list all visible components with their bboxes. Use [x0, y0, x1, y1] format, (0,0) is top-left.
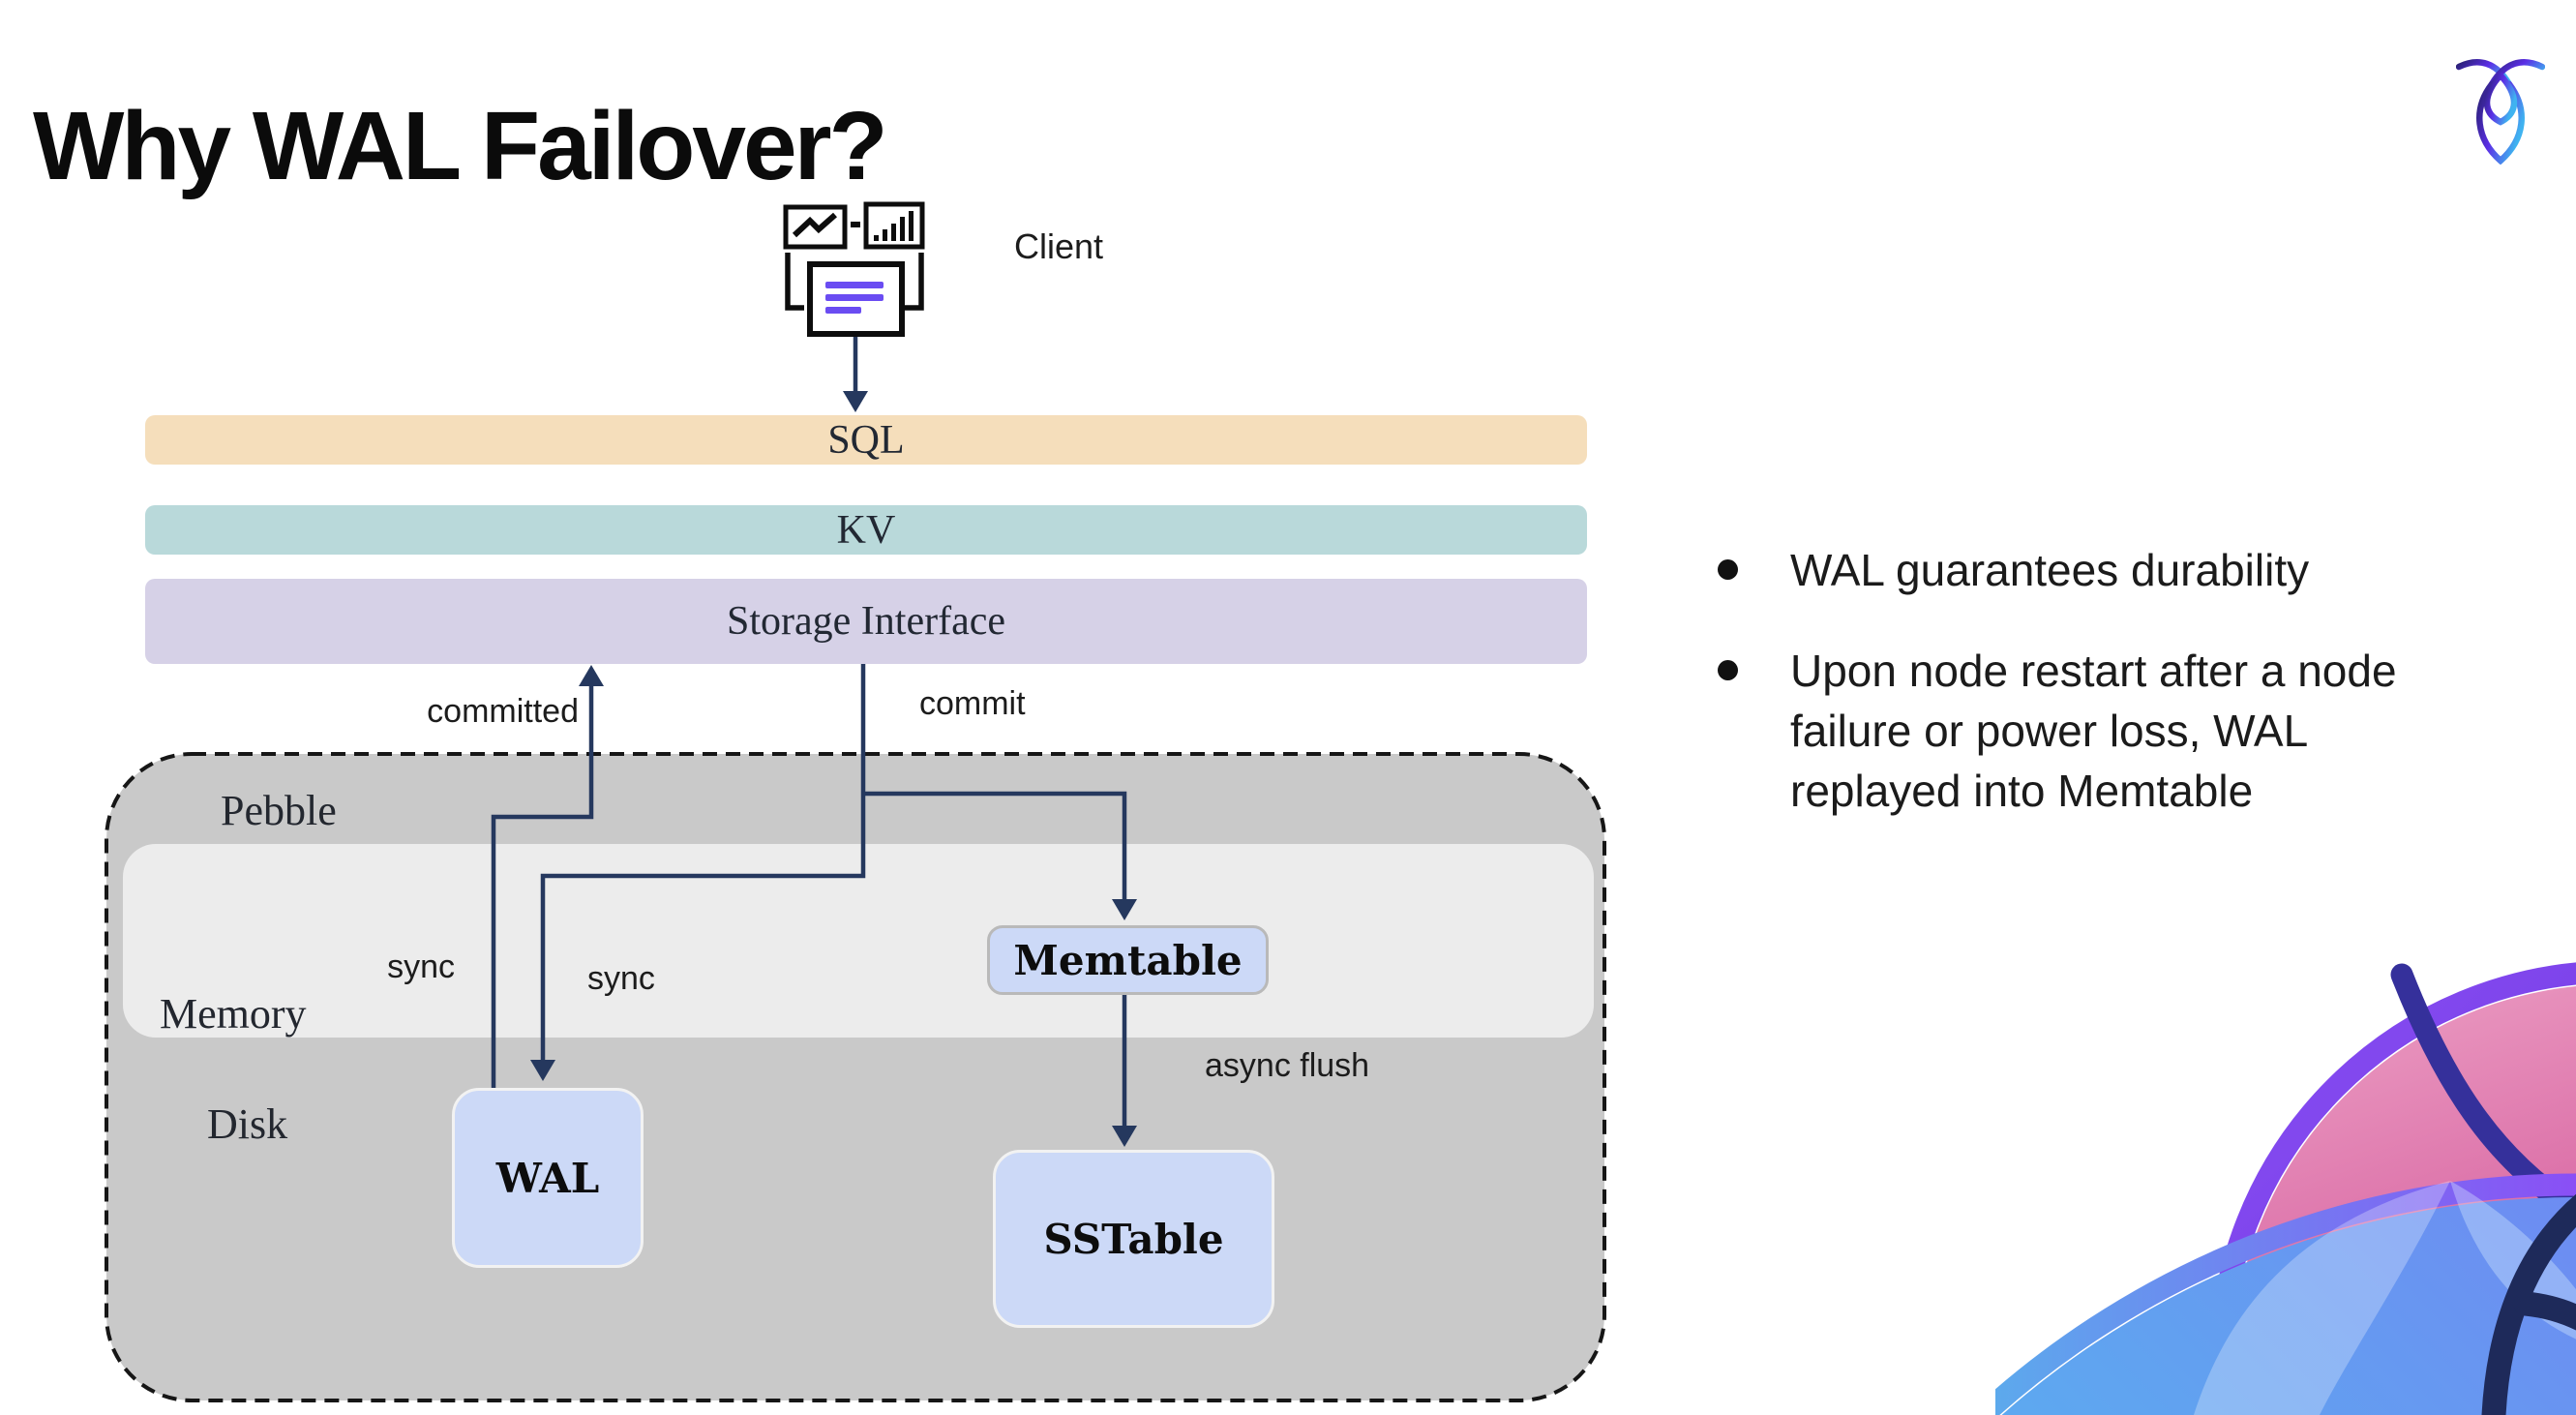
layer-kv: KV: [145, 505, 1587, 555]
layer-sql: SQL: [145, 415, 1587, 465]
bullet-list: WAL guarantees durability Upon node rest…: [1718, 540, 2434, 861]
edge-commit-to-memtable: [863, 791, 1137, 920]
art-blue-dome: [2001, 1197, 2576, 1415]
wal-label: WAL: [495, 1154, 600, 1202]
sstable-label: SSTable: [1043, 1215, 1224, 1263]
layer-sql-label: SQL: [827, 417, 905, 463]
cockroachdb-logo-icon: [2456, 59, 2545, 165]
bracket-left: [785, 253, 804, 311]
edge-commit-sync-to-wal: [530, 664, 866, 1081]
client-icon: [783, 201, 925, 337]
bullet-item: WAL guarantees durability: [1718, 540, 2434, 600]
layer-storage-interface: Storage Interface: [145, 579, 1587, 664]
bullet-text: Upon node restart after a node failure o…: [1790, 646, 2397, 816]
brand-graphic: [1995, 962, 2576, 1415]
bullet-dot-icon: [1718, 660, 1738, 680]
edge-label-committed: committed: [427, 693, 579, 730]
art-navy-branches: [2481, 1193, 2576, 1415]
memtable-node: Memtable: [987, 925, 1269, 995]
layer-kv-label: KV: [836, 507, 896, 553]
edge-committed: [491, 665, 604, 1088]
memtable-label: Memtable: [1013, 936, 1243, 984]
disk-zone-label: Disk: [207, 1100, 288, 1148]
memory-zone-label: Memory: [160, 990, 307, 1038]
art-leaf-highlight: [2194, 1181, 2450, 1415]
layer-storage-interface-label: Storage Interface: [727, 599, 1005, 644]
edge-label-sync-right: sync: [587, 960, 655, 997]
bullet-dot-icon: [1718, 559, 1738, 580]
logo-inner-leaf: [2483, 72, 2518, 126]
memory-zone-band: [123, 844, 1594, 1038]
pebble-container-box: [105, 752, 1606, 1402]
edge-label-async-flush: async flush: [1205, 1047, 1370, 1084]
client-label: Client: [1014, 226, 1104, 266]
bullet-text: WAL guarantees durability: [1790, 545, 2310, 595]
logo-body: [2476, 80, 2525, 165]
slide-title: Why WAL Failover?: [33, 92, 888, 200]
edge-label-sync-left: sync: [387, 948, 455, 985]
document-text-lines: [825, 282, 884, 314]
line-chart-zigzag: [792, 212, 837, 238]
pebble-label: Pebble: [221, 787, 337, 834]
sstable-node: SSTable: [993, 1150, 1274, 1328]
bracket-right: [905, 253, 924, 311]
edge-label-commit: commit: [919, 685, 1026, 722]
bar-chart-bars: [851, 211, 914, 241]
bullet-item: Upon node restart after a node failure o…: [1718, 641, 2434, 821]
wal-node: WAL: [452, 1088, 644, 1268]
